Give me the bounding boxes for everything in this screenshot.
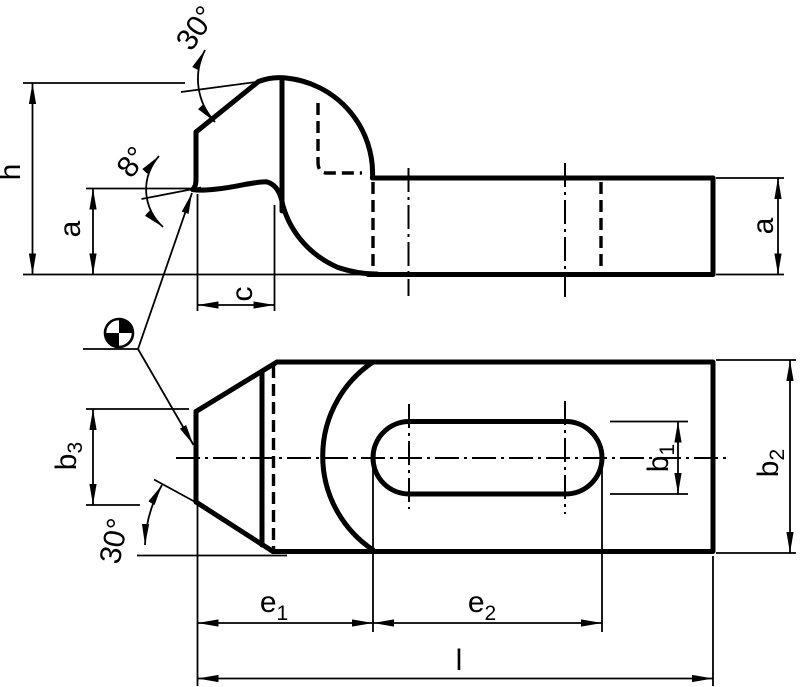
plan-centerlines bbox=[176, 401, 728, 514]
angle-plan-chamfer-extension bbox=[153, 478, 199, 505]
side-nose-left-and-gooseneck bbox=[190, 129, 380, 277]
dim-h: h bbox=[0, 82, 185, 275]
l-label: l bbox=[456, 644, 463, 677]
side-outline bbox=[190, 75, 716, 277]
angle-top-arc bbox=[192, 49, 216, 123]
dim-e2: e2 bbox=[373, 452, 603, 632]
leader-to-plan-view-tip bbox=[137, 348, 195, 446]
angle-plan-label: 30° bbox=[94, 515, 136, 566]
side-hidden-lines bbox=[316, 103, 603, 272]
dim-angle-plan-30: 30° bbox=[94, 478, 287, 567]
datum-target-quadrant-ne bbox=[119, 319, 133, 333]
dim-a-nose: a bbox=[54, 187, 193, 275]
dim-e1: e1 bbox=[196, 455, 374, 686]
plan-upper-chamfer bbox=[193, 359, 280, 414]
hidden-relief-corner bbox=[316, 103, 362, 175]
angle-plan-arc bbox=[141, 484, 163, 546]
plan-gooseneck-relief-arc bbox=[320, 359, 376, 553]
h-label: h bbox=[0, 164, 27, 181]
dim-l: l bbox=[197, 556, 714, 686]
dim-b1: b1 bbox=[610, 420, 688, 495]
dim-angle-clamp-8: 8° bbox=[111, 141, 202, 228]
a-bar-label: a bbox=[747, 217, 780, 234]
e1-label: e1 bbox=[260, 586, 288, 625]
side-view bbox=[23, 75, 716, 297]
a-nose-label: a bbox=[54, 220, 87, 237]
plan-body-outline bbox=[270, 359, 716, 554]
angle-top-label: 30° bbox=[170, 0, 223, 56]
b1-label: b1 bbox=[642, 444, 679, 472]
side-centerlines bbox=[407, 163, 566, 297]
e2-label: e2 bbox=[468, 586, 496, 625]
angle-clamp-arc bbox=[142, 155, 164, 228]
plan-view bbox=[176, 359, 728, 554]
dimensions-plan-view: b3 30° b1 b2 e1 e2 bbox=[50, 359, 796, 686]
dim-a-bar: a bbox=[716, 177, 784, 276]
datum-target bbox=[83, 192, 195, 446]
dim-angle-top-30: 30° bbox=[170, 0, 264, 123]
b2-label: b2 bbox=[752, 449, 789, 477]
c-label: c bbox=[226, 287, 259, 302]
leader-to-side-view-tip bbox=[137, 192, 193, 350]
side-nose-top-and-back-arc bbox=[193, 75, 376, 181]
dim-c: c bbox=[196, 194, 276, 311]
dimensions-side-view: h 30° a 8° c a bbox=[0, 0, 784, 311]
b3-label: b3 bbox=[50, 442, 87, 470]
dim-b3: b3 bbox=[50, 408, 189, 506]
dim-b2: b2 bbox=[716, 359, 796, 554]
datum-target-quadrant-sw bbox=[105, 333, 119, 347]
